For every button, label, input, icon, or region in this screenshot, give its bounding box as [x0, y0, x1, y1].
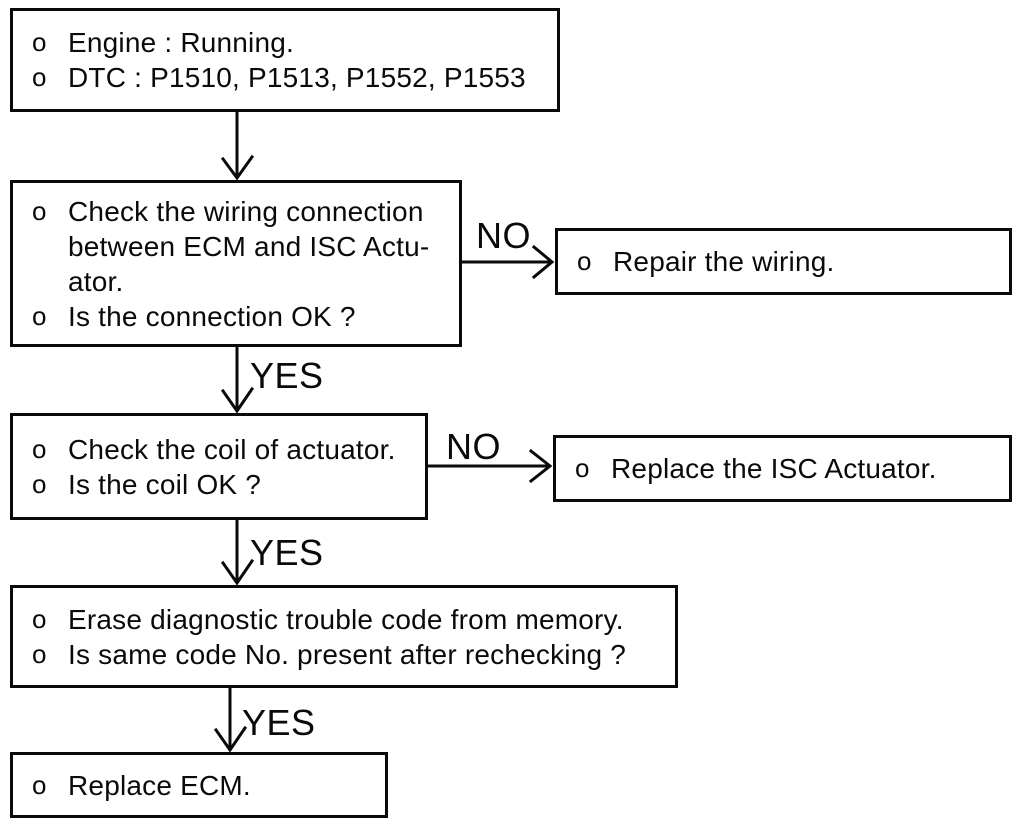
- arrow-down-yes-3: [213, 686, 248, 753]
- step-text: Repair the wiring.: [613, 246, 835, 277]
- list-item: o Engine : Running.: [32, 25, 553, 60]
- step-text: Replace ECM.: [68, 769, 251, 801]
- arrow-down-yes-1: [220, 345, 255, 414]
- arrow-right-no-1: [458, 244, 555, 280]
- decision-box-actuator-coil: o Check the coil of actuator. o Is the c…: [10, 413, 428, 520]
- bullet: o: [32, 195, 47, 226]
- list-item: o Check the wiring connection between EC…: [32, 194, 455, 299]
- arrow-down-start-to-decision1: [220, 110, 255, 181]
- step-text: Is same code No. present after recheckin…: [68, 638, 626, 670]
- decision-box-erase-code-recheck: o Erase diagnostic trouble code from mem…: [10, 585, 678, 688]
- action-box-repair-wiring: o Repair the wiring.: [555, 228, 1012, 295]
- bullet: o: [32, 27, 47, 57]
- list-item: o Is same code No. present after recheck…: [32, 637, 671, 672]
- step-text: Is the coil OK ?: [68, 468, 262, 500]
- list-item: o Replace ECM.: [32, 768, 381, 803]
- list-item: o Check the coil of actuator.: [32, 432, 421, 467]
- edge-label-yes-1: YES: [250, 355, 324, 396]
- list-item: o DTC : P1510, P1513, P1552, P1553: [32, 60, 553, 95]
- bullet: o: [575, 453, 590, 483]
- arrow-down-yes-2: [220, 518, 255, 586]
- bullet: o: [32, 769, 47, 800]
- arrow-right-no-2: [426, 448, 553, 484]
- edge-label-yes-3: YES: [242, 702, 316, 743]
- bullet: o: [32, 300, 47, 331]
- step-text: Check the wiring connection between ECM …: [68, 195, 430, 297]
- bullet: o: [32, 603, 47, 634]
- list-item: o Repair the wiring.: [577, 244, 1005, 279]
- step-text: Check the coil of actuator.: [68, 433, 396, 465]
- bullet: o: [577, 246, 592, 276]
- list-item: o Replace the ISC Actuator.: [575, 451, 1005, 486]
- step-text: Engine : Running.: [68, 27, 295, 58]
- list-item: o Erase diagnostic trouble code from mem…: [32, 602, 671, 637]
- action-box-replace-isc-actuator: o Replace the ISC Actuator.: [553, 435, 1012, 502]
- bullet: o: [32, 62, 47, 92]
- bullet: o: [32, 468, 47, 499]
- edge-label-no-2: NO: [446, 426, 501, 467]
- step-text: Replace the ISC Actuator.: [611, 453, 937, 484]
- list-item: o Is the coil OK ?: [32, 467, 421, 502]
- start-box: o Engine : Running. o DTC : P1510, P1513…: [10, 8, 560, 112]
- step-text: Erase diagnostic trouble code from memor…: [68, 603, 624, 635]
- step-text: DTC : P1510, P1513, P1552, P1553: [68, 62, 526, 93]
- end-box-replace-ecm: o Replace ECM.: [10, 752, 388, 818]
- decision-box-wiring-connection: o Check the wiring connection between EC…: [10, 180, 462, 347]
- bullet: o: [32, 638, 47, 669]
- step-text: Is the connection OK ?: [68, 300, 356, 332]
- edge-label-yes-2: YES: [250, 532, 324, 573]
- list-item: o Is the connection OK ?: [32, 299, 455, 334]
- edge-label-no-1: NO: [476, 215, 531, 256]
- bullet: o: [32, 433, 47, 464]
